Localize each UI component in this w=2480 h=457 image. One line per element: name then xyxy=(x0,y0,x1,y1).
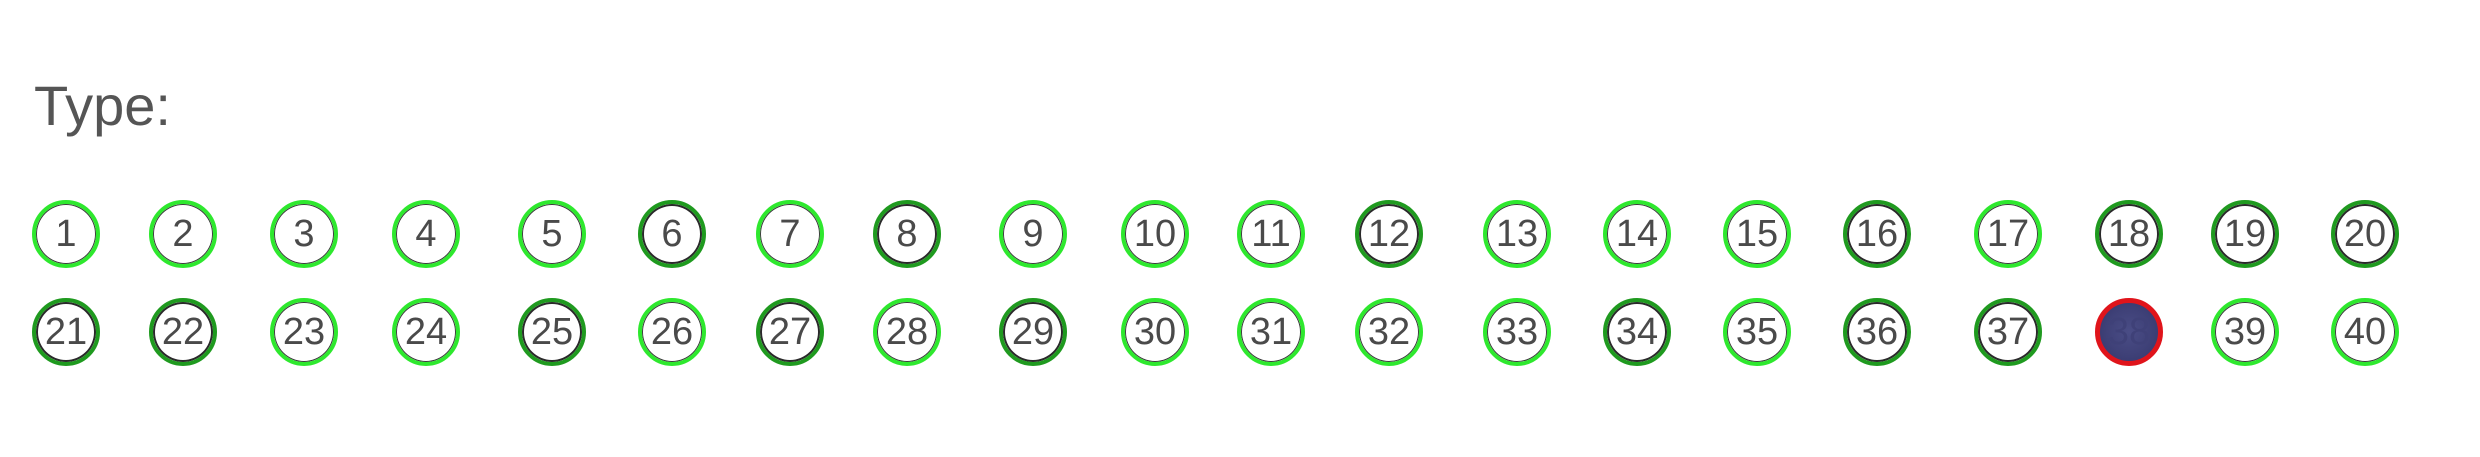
bubble-number: 6 xyxy=(661,213,683,255)
bubble-number: 29 xyxy=(1011,311,1055,353)
bubble-number: 37 xyxy=(1986,311,2030,353)
bubble-option-27[interactable]: 27 xyxy=(756,298,824,366)
bubble-option-8[interactable]: 8 xyxy=(873,200,941,268)
bubble-option-36[interactable]: 36 xyxy=(1843,298,1911,366)
bubble-number: 21 xyxy=(44,311,88,353)
bubble-option-9[interactable]: 9 xyxy=(999,200,1067,268)
bubble-option-31[interactable]: 31 xyxy=(1237,298,1305,366)
bubble-option-17[interactable]: 17 xyxy=(1974,200,2042,268)
bubble-number: 36 xyxy=(1855,311,1899,353)
bubble-number: 5 xyxy=(541,213,563,255)
bubble-option-26[interactable]: 26 xyxy=(638,298,706,366)
bubble-option-22[interactable]: 22 xyxy=(149,298,217,366)
bubble-option-15[interactable]: 15 xyxy=(1723,200,1791,268)
bubble-option-38[interactable]: 38 xyxy=(2095,298,2163,366)
bubble-option-18[interactable]: 18 xyxy=(2095,200,2163,268)
bubble-number: 32 xyxy=(1367,311,1411,353)
bubble-number: 12 xyxy=(1367,213,1411,255)
bubble-number: 7 xyxy=(779,213,801,255)
bubble-number: 15 xyxy=(1735,213,1779,255)
bubble-number: 40 xyxy=(2343,311,2387,353)
bubble-option-19[interactable]: 19 xyxy=(2211,200,2279,268)
bubble-option-32[interactable]: 32 xyxy=(1355,298,1423,366)
bubble-number: 17 xyxy=(1986,213,2030,255)
bubble-option-28[interactable]: 28 xyxy=(873,298,941,366)
bubble-option-12[interactable]: 12 xyxy=(1355,200,1423,268)
bubble-number: 34 xyxy=(1615,311,1659,353)
bubble-number: 14 xyxy=(1615,213,1659,255)
bubble-option-23[interactable]: 23 xyxy=(270,298,338,366)
bubble-number: 30 xyxy=(1133,311,1177,353)
type-label: Type: xyxy=(34,74,171,137)
bubble-number: 25 xyxy=(530,311,574,353)
bubble-number: 33 xyxy=(1495,311,1539,353)
bubble-number: 26 xyxy=(650,311,694,353)
bubble-number: 28 xyxy=(885,311,929,353)
bubble-option-20[interactable]: 20 xyxy=(2331,200,2399,268)
bubble-option-34[interactable]: 34 xyxy=(1603,298,1671,366)
bubble-option-6[interactable]: 6 xyxy=(638,200,706,268)
bubble-option-10[interactable]: 10 xyxy=(1121,200,1189,268)
bubble-number: 22 xyxy=(161,311,205,353)
bubble-number: 35 xyxy=(1735,311,1779,353)
bubble-number: 3 xyxy=(293,213,315,255)
bubble-number: 8 xyxy=(896,213,918,255)
bubble-number: 39 xyxy=(2223,311,2267,353)
bubble-option-11[interactable]: 11 xyxy=(1237,200,1305,268)
bubble-number: 9 xyxy=(1022,213,1044,255)
bubble-option-5[interactable]: 5 xyxy=(518,200,586,268)
bubble-number: 23 xyxy=(282,311,326,353)
bubble-option-2[interactable]: 2 xyxy=(149,200,217,268)
bubble-number: 27 xyxy=(768,311,812,353)
bubble-number: 19 xyxy=(2223,213,2267,255)
bubble-option-35[interactable]: 35 xyxy=(1723,298,1791,366)
bubble-number: 16 xyxy=(1855,213,1899,255)
bubble-option-37[interactable]: 37 xyxy=(1974,298,2042,366)
bubble-option-21[interactable]: 21 xyxy=(32,298,100,366)
bubble-option-39[interactable]: 39 xyxy=(2211,298,2279,366)
bubble-number: 1 xyxy=(55,213,77,255)
bubble-option-29[interactable]: 29 xyxy=(999,298,1067,366)
bubble-option-14[interactable]: 14 xyxy=(1603,200,1671,268)
bubble-number: 20 xyxy=(2343,213,2387,255)
bubble-option-3[interactable]: 3 xyxy=(270,200,338,268)
bubble-number: 24 xyxy=(404,311,448,353)
bubble-option-24[interactable]: 24 xyxy=(392,298,460,366)
bubble-option-1[interactable]: 1 xyxy=(32,200,100,268)
bubble-number: 2 xyxy=(172,213,194,255)
bubble-option-33[interactable]: 33 xyxy=(1483,298,1551,366)
bubble-option-40[interactable]: 40 xyxy=(2331,298,2399,366)
bubble-option-7[interactable]: 7 xyxy=(756,200,824,268)
bubble-number: 38 xyxy=(2107,311,2151,353)
bubble-number: 31 xyxy=(1249,311,1293,353)
bubble-option-4[interactable]: 4 xyxy=(392,200,460,268)
bubble-number: 11 xyxy=(1251,213,1291,255)
bubble-option-30[interactable]: 30 xyxy=(1121,298,1189,366)
bubble-option-16[interactable]: 16 xyxy=(1843,200,1911,268)
bubble-number: 18 xyxy=(2107,213,2151,255)
bubble-number: 13 xyxy=(1495,213,1539,255)
bubble-number: 4 xyxy=(415,213,437,255)
bubble-option-25[interactable]: 25 xyxy=(518,298,586,366)
bubble-option-13[interactable]: 13 xyxy=(1483,200,1551,268)
bubble-number: 10 xyxy=(1133,213,1177,255)
